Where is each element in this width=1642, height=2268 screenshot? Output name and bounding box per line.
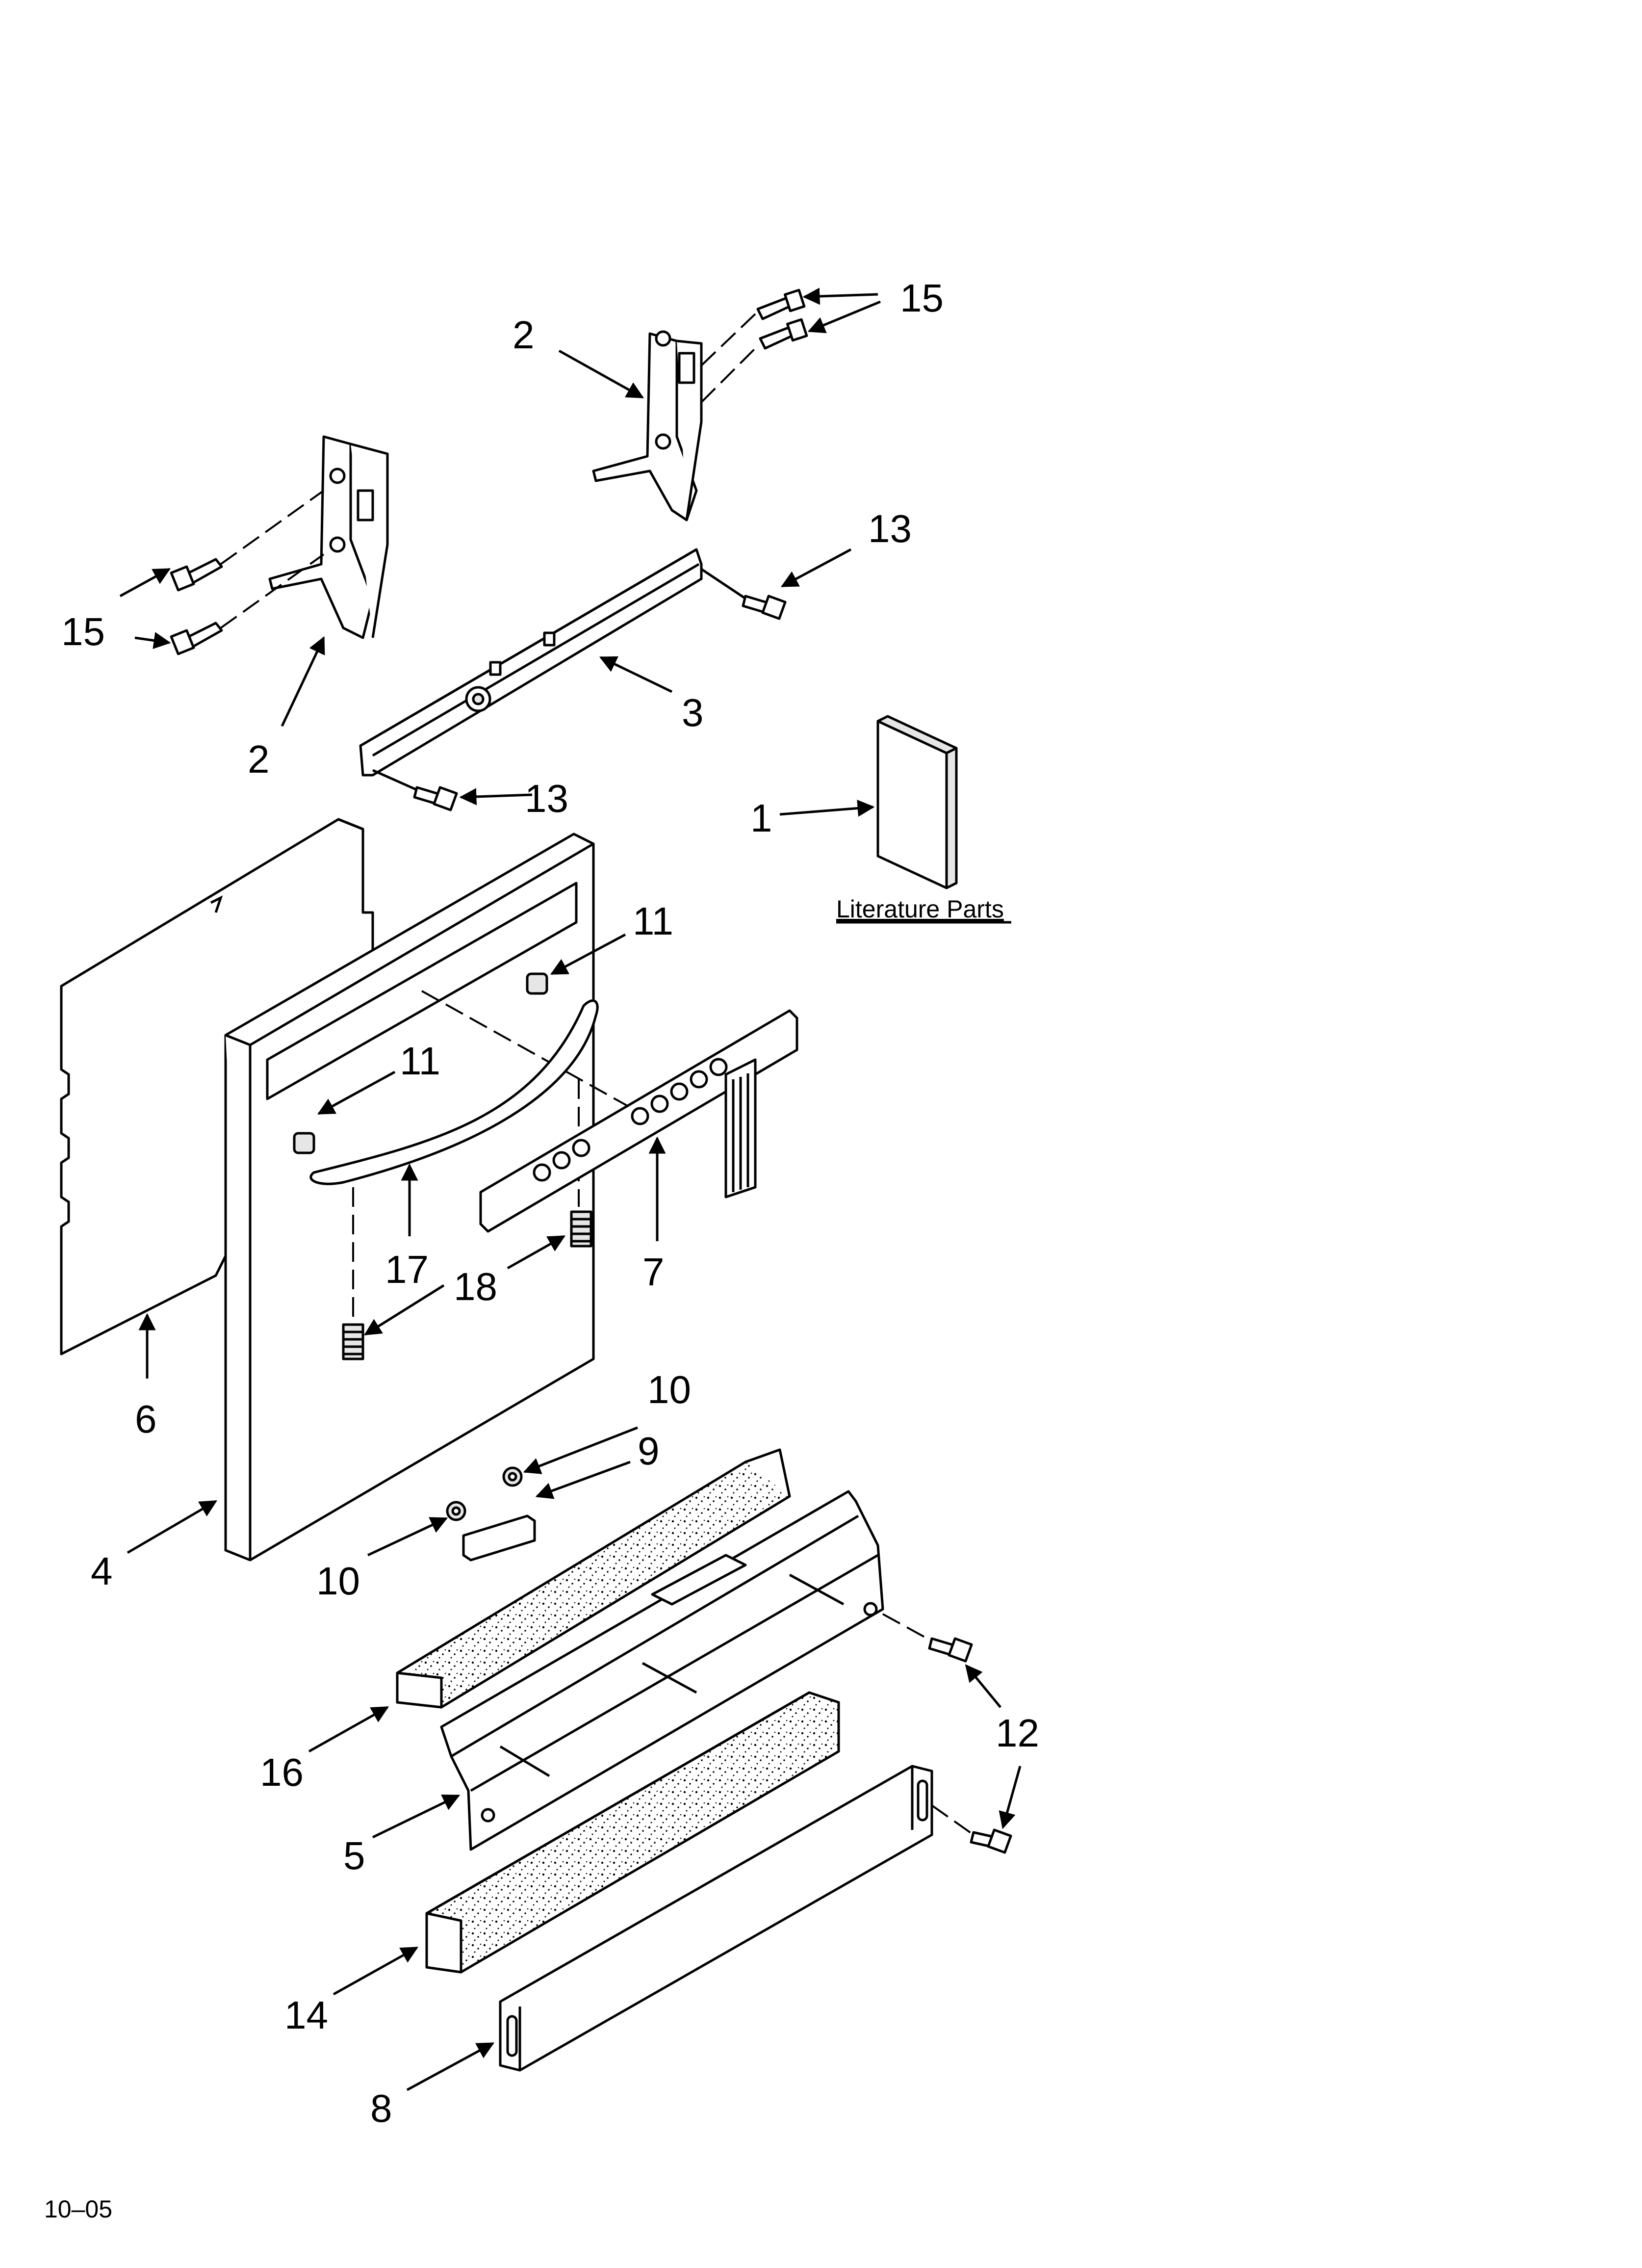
toe-panel <box>499 1765 933 2072</box>
callout-12: 12 <box>996 1711 1039 1755</box>
callout-13-right: 13 <box>868 507 912 550</box>
screw-15-left-2 <box>170 622 223 655</box>
literature-book <box>876 715 958 889</box>
callout-11-lower: 11 <box>400 1039 440 1083</box>
callout-14: 14 <box>284 1993 328 2037</box>
callout-1: 1 <box>750 796 772 840</box>
callout-2-top: 2 <box>513 313 535 357</box>
leader-lines <box>119 287 1022 2091</box>
handle-screw-left <box>342 1323 364 1360</box>
callout-9: 9 <box>638 1429 660 1473</box>
callout-labels: 2 15 13 3 13 1 Literature Parts 15 2 11 … <box>44 276 1039 2223</box>
screw-12-upper <box>928 1637 973 1663</box>
screw-15-top-2 <box>759 318 808 350</box>
nut-upper <box>502 1466 523 1487</box>
nut-lower <box>446 1501 466 1521</box>
screw-15-left-1 <box>170 558 223 592</box>
callout-2-left: 2 <box>248 737 270 781</box>
badge-clip <box>462 1514 536 1562</box>
screw-12-lower <box>970 1828 1012 1854</box>
screw-13-left <box>413 786 458 811</box>
callout-8: 8 <box>370 2086 392 2130</box>
callout-3: 3 <box>682 691 704 734</box>
screw-13-right <box>742 595 787 620</box>
handle-standoff-lower <box>293 1132 315 1154</box>
callout-13-left: 13 <box>525 777 568 820</box>
door-handle <box>309 999 599 1185</box>
callout-5: 5 <box>343 1834 365 1877</box>
callout-16: 16 <box>260 1750 304 1794</box>
door-inner-panel <box>60 818 374 1356</box>
callout-4: 4 <box>91 1549 113 1593</box>
hinge-bracket-left <box>268 435 389 639</box>
door-brace <box>359 548 703 777</box>
callout-15-top: 15 <box>900 276 944 320</box>
date-code: 10–05 <box>44 2195 112 2223</box>
callout-7: 7 <box>642 1250 665 1294</box>
control-panel-overlay <box>479 1009 798 1233</box>
callout-10-lower: 10 <box>316 1559 360 1603</box>
overlay-buttons <box>533 1058 728 1182</box>
callout-17: 17 <box>385 1248 429 1291</box>
foam-insulation-lower <box>425 1691 840 1974</box>
callout-6: 6 <box>135 1397 157 1441</box>
screw-15-top-1 <box>756 288 806 320</box>
handle-screw-right <box>570 1210 592 1248</box>
foam-insulation-upper <box>396 1448 791 1709</box>
toe-panel-bracket <box>440 1490 884 1851</box>
callout-15-left: 15 <box>61 610 105 653</box>
callout-10-upper: 10 <box>647 1368 691 1411</box>
callout-18: 18 <box>454 1265 497 1308</box>
hinge-bracket-right <box>592 330 703 521</box>
callout-11-upper: 11 <box>633 899 673 943</box>
handle-standoff-upper <box>526 972 548 995</box>
literature-label: Literature Parts <box>836 895 1004 923</box>
